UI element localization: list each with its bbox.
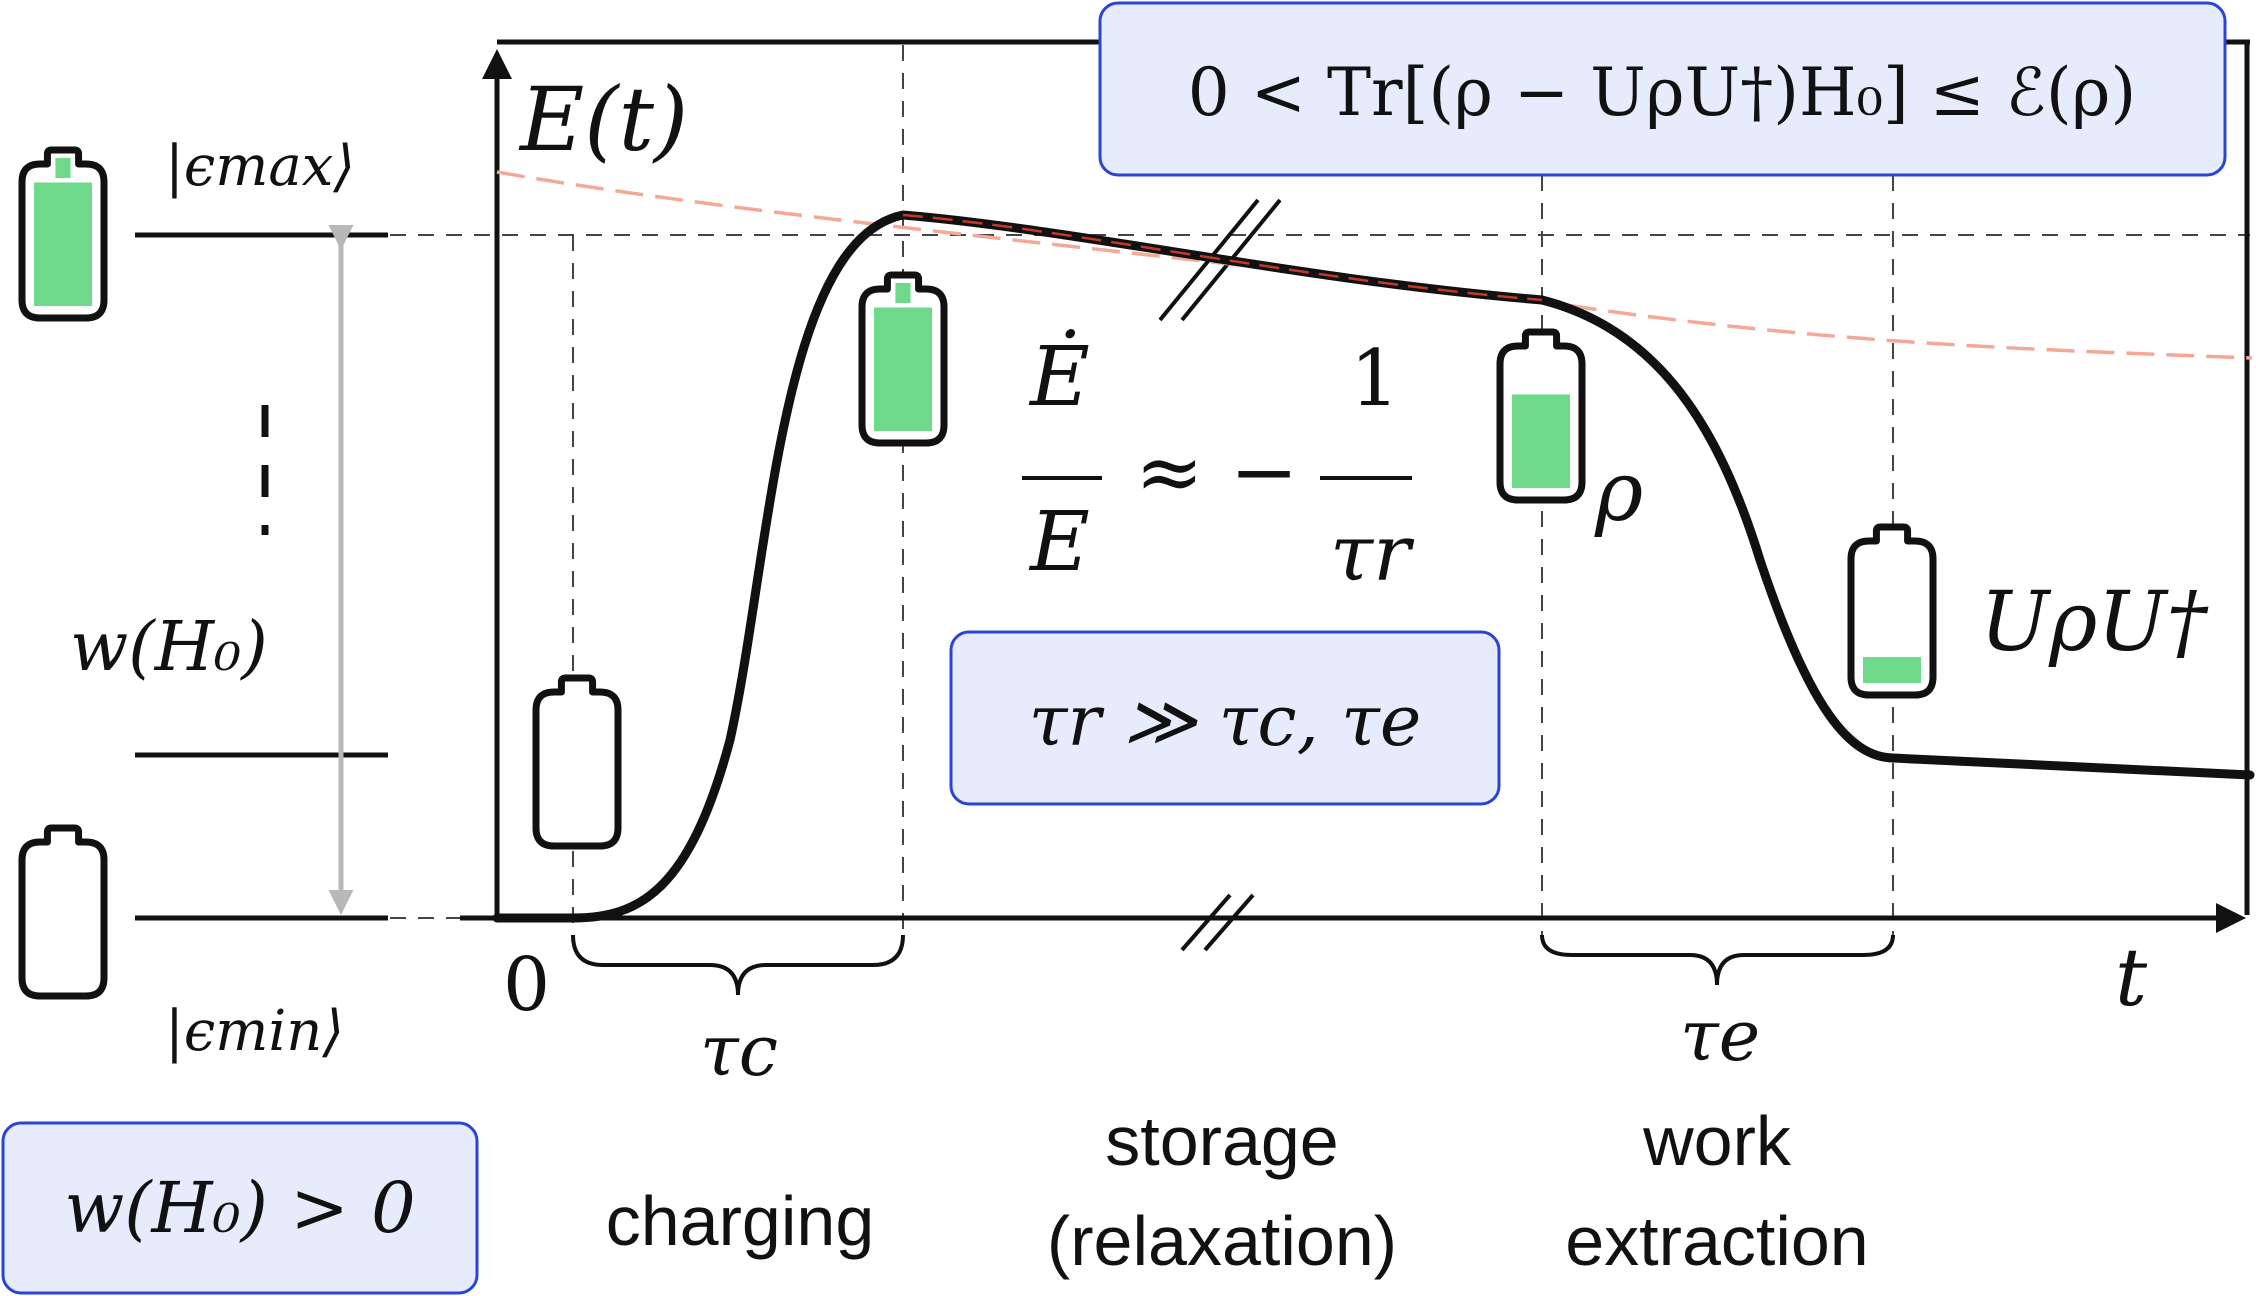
level-min-label: |ϵmin⟩ bbox=[165, 999, 344, 1064]
timescale-box: τr ≫ τc, τe bbox=[949, 630, 1501, 806]
battery-icon bbox=[18, 146, 108, 322]
positive-ergotropy-box: w(H₀) > 0 bbox=[1, 1121, 479, 1295]
phase-work-label: work bbox=[1642, 1102, 1792, 1180]
battery-body bbox=[532, 674, 622, 850]
energy-level-panel: |ϵmax⟩ |ϵmin⟩ w(H₀) bbox=[70, 134, 388, 1064]
guide-lines bbox=[390, 45, 2250, 940]
battery-body bbox=[1847, 523, 1937, 699]
timescale-box-frame bbox=[949, 630, 1501, 806]
decay-extrapolation-dashed bbox=[496, 170, 2253, 360]
battery-charge-fill bbox=[874, 307, 932, 431]
urhou-label: UρU† bbox=[1980, 575, 2209, 670]
equation-lhs-denominator: E bbox=[1028, 495, 1090, 590]
equation-lhs-numerator: Ė bbox=[1028, 329, 1090, 425]
x-axis-label: t bbox=[2115, 931, 2148, 1024]
phase-charging-label: charging bbox=[606, 1182, 875, 1260]
positive-ergotropy-box-text: w(H₀) > 0 bbox=[64, 1167, 415, 1249]
tau-c-label: τc bbox=[700, 1010, 778, 1092]
positive-ergotropy-box-frame bbox=[1, 1121, 479, 1295]
battery-charge-fill bbox=[34, 182, 92, 306]
phase-labels: charging storage (relaxation) work extra… bbox=[606, 1102, 1869, 1280]
battery-charge-fill bbox=[1863, 657, 1921, 683]
axis-break-mark-1 bbox=[1180, 893, 1232, 952]
axis-break-marks bbox=[1158, 198, 1282, 952]
bound-box-text: 0 < Tr[(ρ − UρU†)H₀] ≤ ℰ(ρ) bbox=[1188, 54, 2136, 131]
tau-e-label: τe bbox=[1680, 995, 1760, 1077]
origin-label: 0 bbox=[503, 942, 550, 1028]
battery-icon bbox=[858, 271, 948, 447]
phase-relaxation-label: (relaxation) bbox=[1047, 1202, 1397, 1280]
axes: E(t) t 0 bbox=[460, 39, 2250, 1028]
y-axis-label: E(t) bbox=[518, 68, 688, 171]
battery-icon bbox=[1847, 523, 1937, 699]
battery-icon bbox=[18, 824, 108, 1000]
ergotropy-label: w(H₀) bbox=[70, 608, 268, 687]
level-max-label: |ϵmax⟩ bbox=[165, 134, 355, 199]
relaxation-equation: Ė E ≈ − 1 τr bbox=[1022, 329, 1415, 599]
interval-braces bbox=[571, 934, 1895, 996]
timescale-box-text: τr ≫ τc, τe bbox=[1029, 680, 1422, 762]
battery-icon bbox=[532, 674, 622, 850]
battery-body bbox=[18, 824, 108, 1000]
equation-approx: ≈ − bbox=[1135, 425, 1298, 520]
phase-extraction-label: extraction bbox=[1565, 1202, 1868, 1280]
brace-tau-e bbox=[1540, 934, 1895, 986]
brace-tau-c bbox=[571, 934, 905, 996]
battery-icon bbox=[1496, 328, 1586, 504]
axis-break-mark-2 bbox=[1203, 893, 1255, 952]
battery-charge-cap-fill bbox=[55, 158, 71, 178]
battery-charge-cap-fill bbox=[895, 283, 911, 303]
relaxation-overlay-dashed bbox=[902, 213, 1543, 302]
equation-rhs-denominator: τr bbox=[1330, 509, 1415, 599]
bound-box-frame bbox=[1098, 1, 2227, 177]
battery-charge-fill bbox=[1512, 394, 1570, 488]
equation-rhs-numerator: 1 bbox=[1350, 334, 1400, 424]
rho-label: ρ bbox=[1594, 445, 1643, 540]
bound-box: 0 < Tr[(ρ − UρU†)H₀] ≤ ℰ(ρ) bbox=[1098, 1, 2227, 177]
phase-storage-label: storage bbox=[1105, 1102, 1338, 1180]
